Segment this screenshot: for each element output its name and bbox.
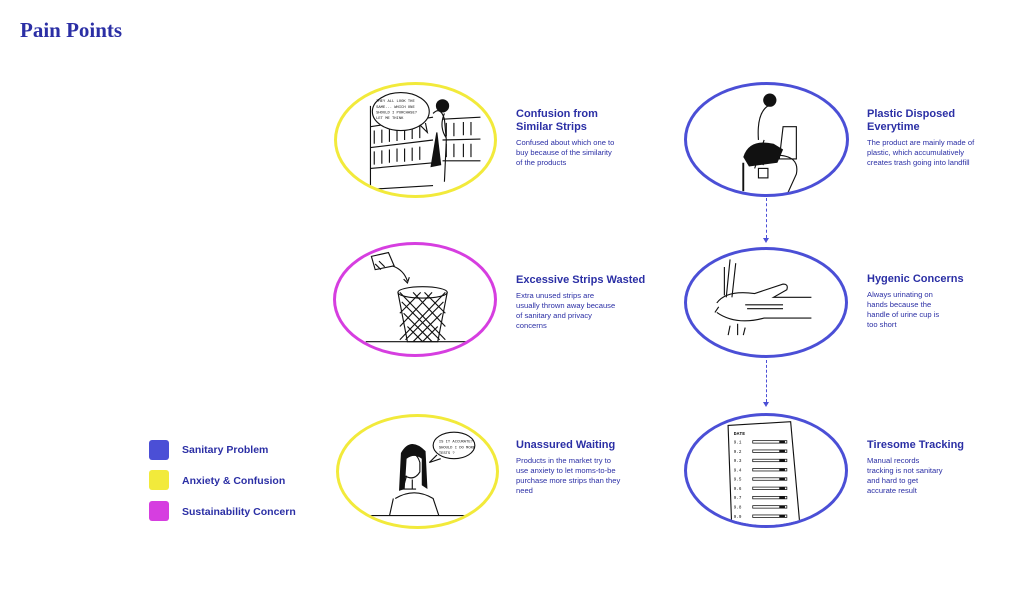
test-strip-sketch	[752, 486, 788, 490]
sheet-row-label: 9.2	[734, 450, 742, 455]
pain-point-title: Plastic Disposed Everytime	[867, 108, 956, 133]
legend-label-sanitary: Sanitary Problem	[182, 444, 269, 456]
connector-arrowhead	[763, 238, 769, 243]
connector-arrowhead	[763, 402, 769, 407]
illustration-ellipse-tracking: DATE 9.1 9.2 9.3 9.4 9.5 9.6 9.7 9.8 9.9	[684, 413, 848, 528]
legend-label-anxiety: Anxiety & Confusion	[182, 475, 286, 487]
legend-label-sustainability: Sustainability Concern	[182, 506, 296, 518]
pain-point-wasted: Excessive Strips Wasted Extra unused str…	[516, 274, 666, 331]
store-shelf-woman-illustration: THEY ALL LOOK THE SAME... WHICH ONE SHOU…	[369, 92, 481, 192]
speech-bubble-text: THEY ALL LOOK THE SAME... WHICH ONE SHOU…	[376, 100, 419, 121]
test-strip-mark	[779, 496, 785, 499]
test-strip-mark	[779, 459, 785, 462]
illustration-ellipse-hygenic	[684, 247, 848, 358]
test-strip-sketch	[752, 477, 788, 481]
thinking-woman-illustration: IS IT ACCURATE? SHOULD I DO MORE TESTS ?	[368, 431, 478, 517]
pain-point-title: Hygenic Concerns	[867, 273, 964, 285]
legend-swatch-anxiety	[149, 470, 169, 490]
dashed-connector	[766, 198, 767, 238]
pain-point-description: The product are mainly made of plastic, …	[867, 138, 975, 167]
test-strip-sketch	[752, 495, 788, 500]
wet-hand-illustration	[714, 259, 812, 336]
speech-bubble-text: IS IT ACCURATE? SHOULD I DO MORE TESTS ?	[439, 441, 478, 456]
pain-point-confusion: Confusion from Similar Strips Confused a…	[516, 108, 626, 168]
woman-on-toilet-illustration	[742, 93, 798, 194]
test-strip-sketch	[752, 440, 788, 444]
pain-point-title: Excessive Strips Wasted	[516, 274, 646, 286]
pain-point-description: Products in the market try to use anxiet…	[516, 456, 621, 495]
test-strip-mark	[779, 449, 785, 453]
page-title: Pain Points	[20, 18, 123, 42]
sheet-row-label: 9.1	[734, 440, 742, 445]
pain-point-description: Confused about which one to buy because …	[516, 138, 615, 167]
illustration-ellipse-confusion: THEY ALL LOOK THE SAME... WHICH ONE SHOU…	[334, 82, 497, 198]
sheet-row-label: 9.5	[734, 478, 742, 483]
legend-swatch-sanitary	[149, 440, 169, 460]
sheet-row-label: 9.3	[734, 459, 742, 464]
illustration-ellipse-plastic	[684, 82, 849, 197]
sheet-row-label: 9.8	[734, 506, 742, 511]
sheet-header: DATE	[734, 431, 745, 437]
test-strip-mark	[779, 514, 785, 518]
pain-point-title: Confusion from Similar Strips	[516, 108, 598, 133]
sheet-row-label: 9.9	[734, 515, 742, 520]
pain-point-description: Manual records tracking is not sanitary …	[867, 456, 943, 495]
sheet-row-label: 9.4	[734, 468, 742, 473]
record-sheet-illustration: DATE 9.1 9.2 9.3 9.4 9.5 9.6 9.7 9.8 9.9	[727, 421, 801, 525]
test-strip-mark	[779, 468, 785, 471]
pain-point-title: Unassured Waiting	[516, 439, 616, 451]
pain-point-plastic: Plastic Disposed Everytime The product a…	[867, 108, 987, 168]
sheet-row-label: 9.6	[734, 487, 742, 492]
pain-point-description: Always urinating on hands because the ha…	[867, 290, 940, 329]
legend-swatch-sustainability	[149, 501, 169, 521]
pain-point-waiting: Unassured Waiting Products in the market…	[516, 439, 666, 496]
test-strip-sketch	[752, 514, 788, 518]
test-strip-mark	[779, 477, 785, 481]
test-strip-mark	[779, 487, 785, 490]
pain-point-tracking: Tiresome Tracking Manual records trackin…	[867, 439, 1017, 496]
test-strip-mark	[779, 505, 785, 509]
dashed-connector	[766, 360, 767, 402]
pain-point-title: Tiresome Tracking	[867, 439, 965, 451]
test-strip-sketch	[752, 505, 788, 509]
pain-point-description: Extra unused strips are usually thrown a…	[516, 291, 616, 330]
test-strip-sketch	[752, 449, 788, 453]
test-strip-sketch	[752, 468, 788, 472]
pain-point-hygenic: Hygenic Concerns Always urinating on han…	[867, 273, 977, 330]
illustration-ellipse-waiting: IS IT ACCURATE? SHOULD I DO MORE TESTS ?	[336, 414, 499, 529]
illustration-ellipse-wasted	[333, 242, 497, 357]
test-strip-sketch	[752, 458, 788, 463]
sheet-row-label: 9.7	[734, 496, 742, 501]
test-strip-mark	[779, 440, 785, 444]
wastebasket-illustration	[365, 251, 489, 343]
